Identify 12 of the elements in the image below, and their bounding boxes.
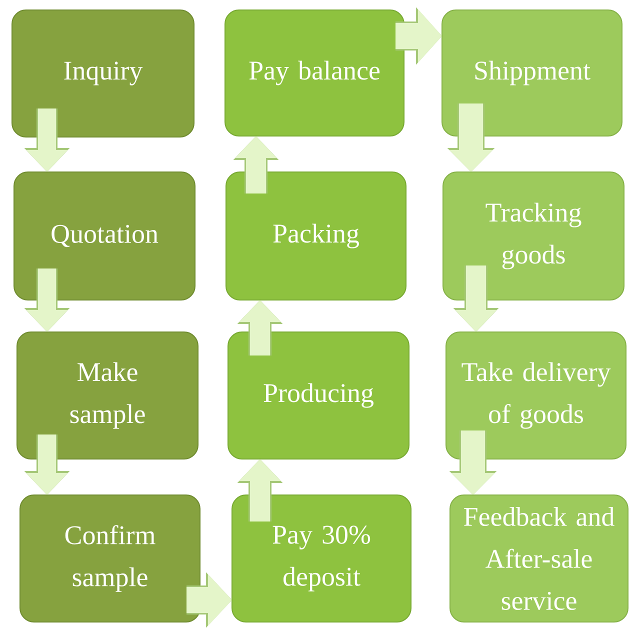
process-box: Shippment: [442, 10, 622, 136]
process-box: Confirm sample: [20, 494, 200, 622]
process-box: Packing: [226, 172, 406, 300]
process-box: Producing: [228, 332, 410, 460]
process-box: Quotation: [14, 172, 196, 300]
process-box: Pay balance: [224, 10, 404, 136]
process-box: Tracking goods: [442, 172, 624, 300]
process-box: Pay 30% deposit: [232, 494, 412, 622]
process-box: Feedback and After-sale service: [450, 494, 628, 622]
process-box: Inquiry: [12, 10, 194, 138]
process-box: Make sample: [16, 332, 198, 460]
process-box: Take delivery of goods: [446, 332, 626, 460]
